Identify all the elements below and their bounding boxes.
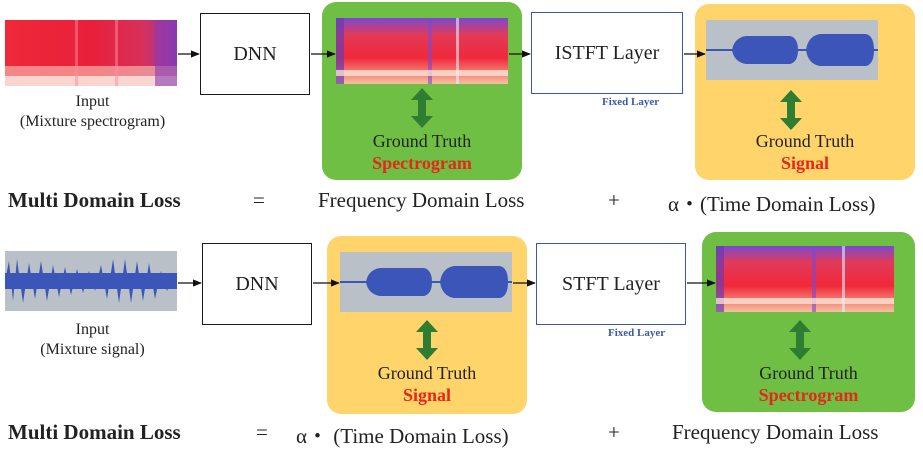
- loss-equation-bottom: Multi Domain Loss: [8, 420, 181, 445]
- gt-label-signal-bottom: Ground Truth Signal: [377, 363, 477, 405]
- input-signal-image: [5, 251, 177, 311]
- istft-layer-box: ISTFT Layer: [531, 12, 683, 94]
- plus-sign-bottom: +: [608, 420, 620, 444]
- gt-label-spectrogram-top: Ground Truth Spectrogram: [372, 131, 472, 173]
- dnn-box-top: DNN: [200, 13, 310, 95]
- gt-signal-image-top: [706, 20, 878, 80]
- gt-signal-image-bottom: [340, 252, 512, 312]
- term-frequency-top: Frequency Domain Loss: [318, 188, 525, 212]
- istft-layer-label: ISTFT Layer: [554, 41, 660, 64]
- dnn-box-bottom: DNN: [202, 243, 312, 325]
- double-arrow-bottom-1: [416, 320, 438, 360]
- flow-arrows-bottom: [178, 279, 716, 287]
- loss-equation-top: Multi Domain Loss: [8, 188, 181, 213]
- equals-sign-bottom: =: [256, 420, 268, 444]
- gt-spectrogram-image-bottom: [716, 246, 894, 312]
- flow-arrows-top: [178, 50, 706, 58]
- double-arrow-top-2: [780, 90, 802, 130]
- term-time-bottom: α・ (Time Domain Loss): [296, 424, 509, 448]
- loss-title-top: Multi Domain Loss: [8, 188, 181, 212]
- gt-label-signal-top: Ground Truth Signal: [755, 131, 855, 173]
- dnn-label-top: DNN: [233, 42, 277, 65]
- double-arrow-bottom-2: [789, 320, 811, 360]
- stft-layer-box: STFT Layer: [536, 243, 686, 325]
- gt-label-spectrogram-bottom: Ground Truth Spectrogram: [758, 363, 859, 405]
- equals-sign-top: =: [253, 188, 265, 212]
- input-label-top: Input (Mixture spectrogram): [19, 93, 166, 130]
- plus-sign-top: +: [608, 188, 620, 212]
- fixed-layer-label-bottom: Fixed Layer: [608, 327, 666, 339]
- stft-layer-label: STFT Layer: [562, 272, 660, 295]
- fixed-layer-label-top: Fixed Layer: [602, 96, 660, 108]
- input-label-bottom: Input (Mixture signal): [40, 321, 145, 358]
- input-spectrogram-image: [5, 20, 177, 86]
- gt-spectrogram-image-top: [336, 18, 508, 84]
- loss-title-bottom: Multi Domain Loss: [8, 420, 181, 444]
- double-arrow-top-1: [411, 88, 433, 128]
- term-time-top: α・(Time Domain Loss): [668, 192, 876, 216]
- term-frequency-bottom: Frequency Domain Loss: [672, 420, 879, 444]
- dnn-label-bottom: DNN: [235, 272, 279, 295]
